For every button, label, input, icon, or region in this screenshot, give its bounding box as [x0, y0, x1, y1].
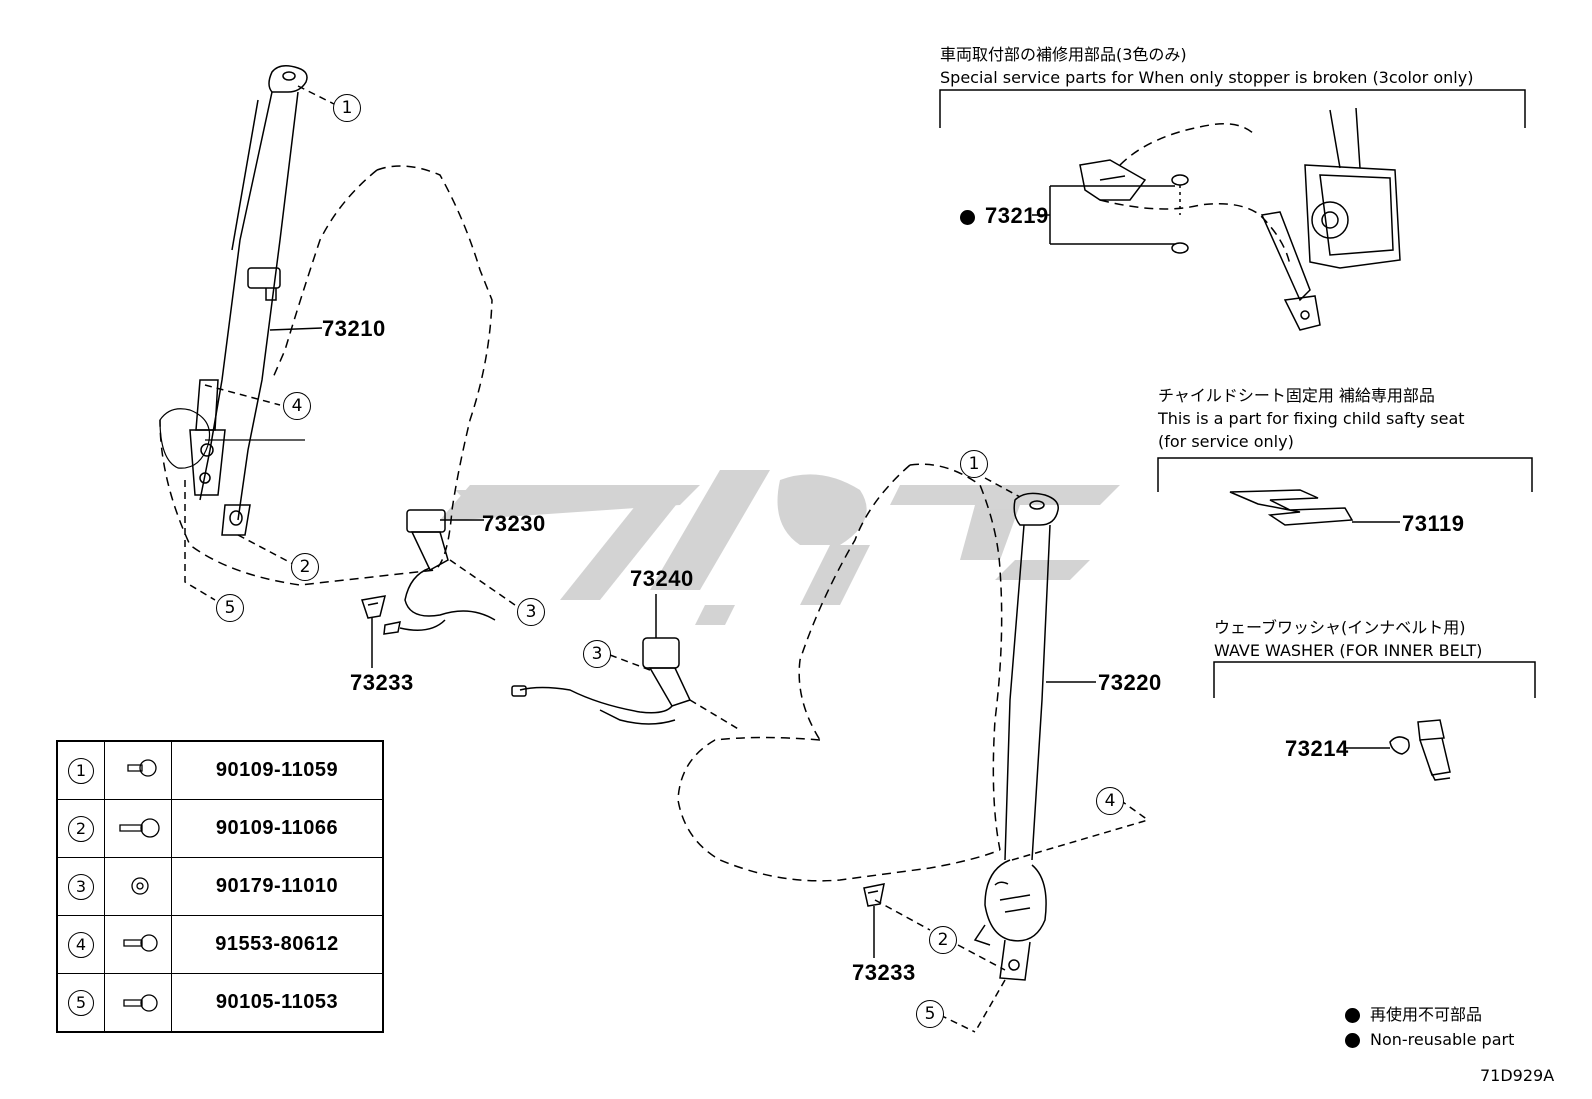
- fastener-table: 1 90109-11059 2 90109-11066 3 90179-1101…: [56, 740, 384, 1033]
- callout-5-right: 5: [916, 1000, 944, 1028]
- part-label-73219: 73219: [960, 205, 1049, 227]
- part-label-73220: 73220: [1098, 670, 1162, 695]
- callout-3-middle: 3: [583, 640, 611, 668]
- left-leaders: [184, 85, 516, 606]
- callout-4-right: 4: [1096, 787, 1124, 815]
- note-wave-jp: ウェーブワッシャ(インナベルト用): [1214, 618, 1466, 637]
- table-ref: 5: [68, 989, 94, 1016]
- note-child-en-1: This is a part for fixing child safty se…: [1158, 409, 1465, 428]
- callout-1-left: 1: [333, 94, 361, 122]
- inset-73219-bracket: [939, 89, 1526, 128]
- buckle-73230: [383, 509, 496, 635]
- callout-4-left: 4: [283, 392, 311, 420]
- table-row: 5 90105-11053: [56, 973, 384, 1033]
- note-special-jp: 車両取付部の補修用部品(3色のみ): [940, 45, 1187, 64]
- table-row: 4 91553-80612: [56, 915, 384, 974]
- table-row: 3 90179-11010: [56, 857, 384, 916]
- part-label-73233-right: 73233: [852, 960, 916, 985]
- bracket-73233-left: [361, 595, 387, 619]
- nut-icon: [104, 857, 172, 916]
- part-label-73210: 73210: [322, 316, 386, 341]
- note-wave-en: WAVE WASHER (FOR INNER BELT): [1214, 641, 1483, 660]
- callout-2-right: 2: [929, 926, 957, 954]
- non-reusable-marker-icon: [960, 209, 975, 225]
- part-label-73240: 73240: [630, 566, 694, 591]
- callout-3-left: 3: [517, 598, 545, 626]
- note-child-en-2: (for service only): [1158, 432, 1294, 451]
- bolt-icon: [104, 740, 172, 800]
- table-ref: 3: [68, 873, 94, 900]
- leader-73219: [1032, 185, 1175, 245]
- callout-2-left: 2: [291, 553, 319, 581]
- right-leaders: [874, 477, 1149, 1033]
- callout-1-right: 1: [960, 450, 988, 478]
- child-seat-plate-73119: [1229, 489, 1354, 526]
- bolt-icon: [104, 915, 172, 974]
- inset-73219-drawing: [1079, 107, 1401, 331]
- right-seat-outline: [677, 463, 1003, 882]
- part-label-73214: 73214: [1285, 736, 1349, 761]
- inset-73214-bracket: [1213, 661, 1536, 698]
- non-reusable-dot-icon: [1345, 1033, 1360, 1048]
- part-label-73119: 73119: [1402, 511, 1465, 536]
- table-part-no: 91553-80612: [171, 915, 384, 974]
- note-child-jp: チャイルドシート固定用 補給専用部品: [1158, 386, 1435, 405]
- table-ref: 1: [68, 757, 94, 784]
- table-part-no: 90109-11066: [171, 799, 384, 858]
- table-part-no: 90109-11059: [171, 740, 384, 800]
- leader-73210: [269, 327, 323, 331]
- bolt-icon: [104, 799, 172, 858]
- legend-en: Non-reusable part: [1345, 1032, 1514, 1048]
- callout-5-left: 5: [216, 594, 244, 622]
- watermark-logo: [440, 470, 1120, 625]
- table-row: 1 90109-11059: [56, 740, 384, 800]
- table-ref: 4: [68, 931, 94, 958]
- left-retractor-shade: [159, 408, 211, 469]
- bolt-icon: [104, 973, 172, 1033]
- table-part-no: 90105-11053: [171, 973, 384, 1033]
- legend-jp: 再使用不可部品: [1345, 1007, 1482, 1023]
- table-part-no: 90179-11010: [171, 857, 384, 916]
- note-special-en: Special service parts for When only stop…: [940, 68, 1474, 87]
- part-label-73233-left: 73233: [350, 670, 414, 695]
- wave-washer-73214: [1389, 719, 1451, 781]
- left-belt-73210: [189, 65, 308, 536]
- left-seat-outline: [159, 165, 493, 586]
- non-reusable-dot-icon: [1345, 1008, 1360, 1023]
- table-row: 2 90109-11066: [56, 799, 384, 858]
- bracket-73233-right: [863, 883, 885, 907]
- table-ref: 2: [68, 815, 94, 842]
- diagram-code: 71D929A: [1480, 1066, 1555, 1085]
- part-label-73230: 73230: [482, 511, 546, 536]
- right-belt-73220: [973, 492, 1059, 981]
- inset-73119-bracket: [1157, 457, 1533, 492]
